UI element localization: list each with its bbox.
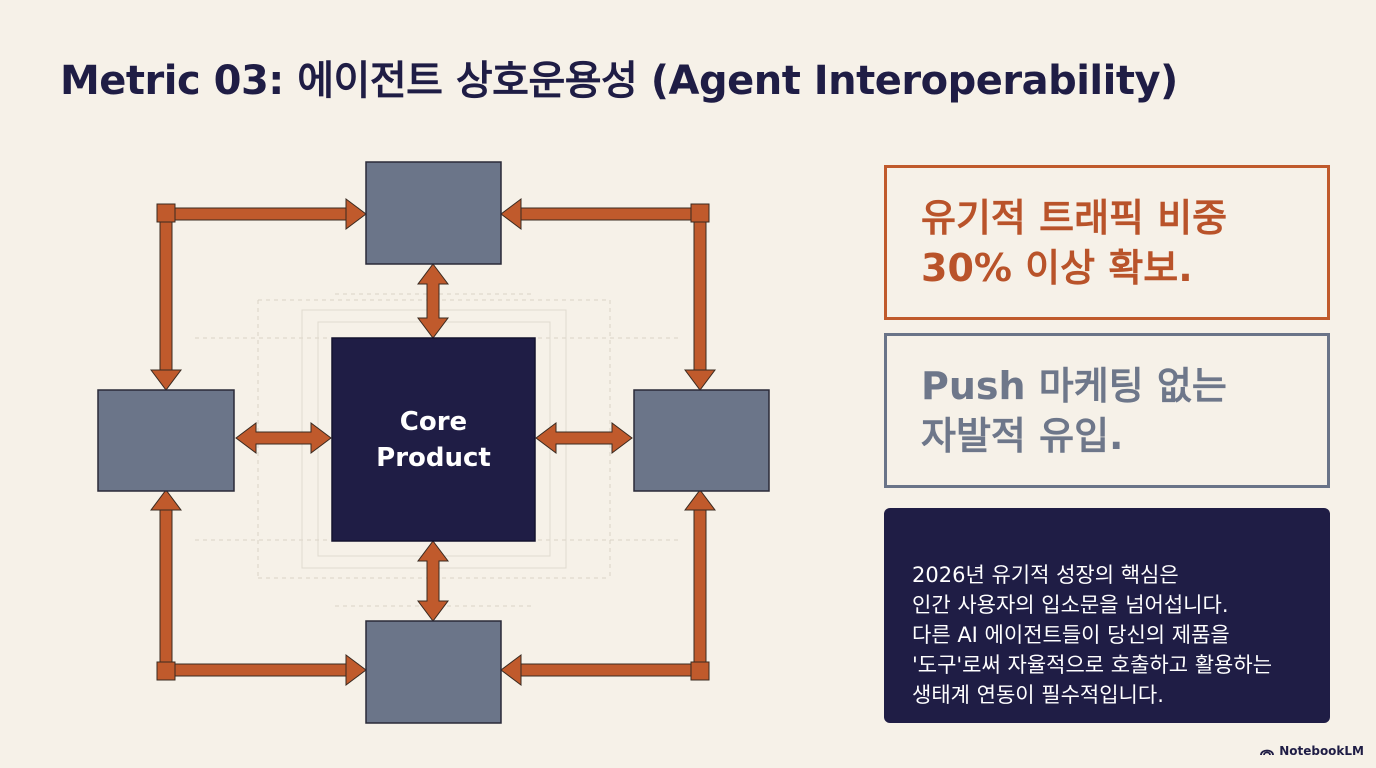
arrowhead-left [500,198,522,230]
corner-node [690,203,710,223]
notebooklm-brand: NotebookLM [1260,744,1364,758]
arrowhead-right [345,654,367,686]
corner-node [156,661,176,681]
explanation-card: 2026년 유기적 성장의 핵심은 인간 사용자의 입소문을 넘어섭니다. 다른… [884,508,1330,723]
double-arrow-top [417,263,449,339]
arrowhead-down [684,369,716,391]
arrow-shaft [513,663,703,677]
voluntary-inflow-text: Push 마케팅 없는 자발적 유입. [921,363,1227,458]
explanation-text: 2026년 유기적 성장의 핵심은 인간 사용자의 입소문을 넘어섭니다. 다른… [912,563,1273,707]
arrowhead-up [150,489,182,511]
arrowhead-right [345,198,367,230]
node-bottom [365,620,502,724]
interoperability-diagram [97,161,770,724]
notebooklm-logo-icon [1260,749,1275,756]
node-left [97,389,235,492]
satellite-nodes [97,161,770,724]
loop-arrowheads [150,198,716,686]
page-title: Metric 03: 에이전트 상호운용성 (Agent Interoperab… [60,58,1178,104]
arrow-shaft [159,501,173,671]
arrowhead-up [684,489,716,511]
double-arrow-right [535,422,633,454]
arrow-shaft [693,217,707,379]
double-arrow-left [235,422,332,454]
arrow-shaft [693,501,707,671]
arrow-shaft [159,217,173,379]
arrow-shaft [167,663,359,677]
organic-traffic-card: 유기적 트래픽 비중 30% 이상 확보. [884,165,1330,320]
node-top [365,161,502,265]
brand-label: NotebookLM [1279,744,1364,758]
core-connectors [235,263,633,622]
core-product-box [331,337,536,542]
core-product-label: Core Product [376,406,491,473]
node-right [633,389,770,492]
corner-node [690,661,710,681]
voluntary-inflow-card: Push 마케팅 없는 자발적 유입. [884,333,1330,488]
corner-node [156,203,176,223]
double-arrow-bottom [417,540,449,622]
arrowhead-left [500,654,522,686]
arrow-shaft [513,207,703,221]
organic-traffic-text: 유기적 트래픽 비중 30% 이상 확보. [921,195,1228,290]
arrowhead-down [150,369,182,391]
arrow-shaft [167,207,359,221]
